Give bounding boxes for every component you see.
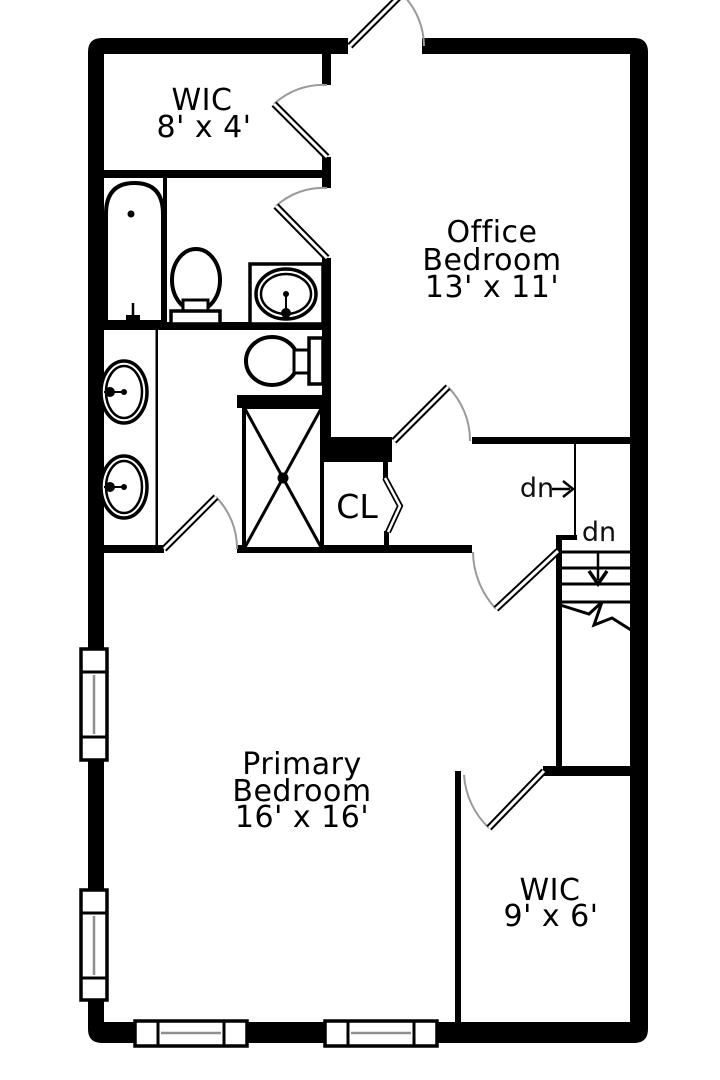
wic-top-dims: 8' x 4' [157,110,252,145]
window-bottom-right [323,1019,439,1048]
primary-bedroom-dims: 16' x 16' [235,800,369,835]
windows [79,647,439,1048]
stairs-dn-label-upper: dn [520,473,554,504]
stair-guard-line [574,443,576,537]
office-bedroom-name-1: Office [446,215,537,250]
interior-walls [95,54,630,1022]
tub-faucet-dot [127,210,135,218]
wic-bottom-name: WIC [520,873,581,908]
closet-label: CL [336,487,378,526]
top-bathroom-fixtures [104,180,325,326]
primary-bedroom-name-2: Bedroom [232,774,371,809]
top-door-opening [348,36,422,56]
door-wic-top [271,83,330,160]
stairs-dn-label-lower: dn [582,517,616,548]
thick-wall-nib [322,437,392,462]
bathtub [104,180,165,324]
door-wic-bottom [463,768,547,831]
door-primary-bathroom [161,494,239,552]
toilet-top-bath [169,247,222,326]
door-office-bedroom [391,384,472,444]
toilet-primary-bath [244,335,325,387]
office-bedroom-dims: 13' x 11' [425,270,559,305]
door-closet-bifold [382,476,404,534]
door-primary-bedroom [472,548,561,612]
stair-down-arrow [587,551,609,588]
shower [242,405,324,551]
window-bottom-left [133,1019,249,1048]
stair-treads [562,550,630,604]
door-top-bathroom [273,186,330,261]
door-top-entry [347,0,425,49]
double-vanity-sink-1 [99,359,149,425]
window-left-upper [79,647,109,762]
wic-top-name: WIC [172,83,233,118]
room-labels: WIC 8' x 4' Office Bedroom 13' x 11' CL … [157,83,599,934]
vanity-sink-top-bath [248,262,325,326]
dn-right-arrow [552,480,576,498]
wic-bottom-dims: 9' x 6' [504,899,599,934]
window-left-lower [79,888,109,1002]
double-vanity-sink-2 [99,454,149,520]
stair-break-line [556,600,632,632]
primary-bedroom-name-1: Primary [242,747,361,782]
office-bedroom-name-2: Bedroom [422,243,561,278]
primary-bathroom-fixtures [99,330,331,551]
vanity-counter-edge [155,330,158,549]
doors [161,0,561,831]
staircase: dn dn [520,473,632,632]
shower-wall-nib [237,395,331,408]
exterior-walls [88,36,648,1043]
